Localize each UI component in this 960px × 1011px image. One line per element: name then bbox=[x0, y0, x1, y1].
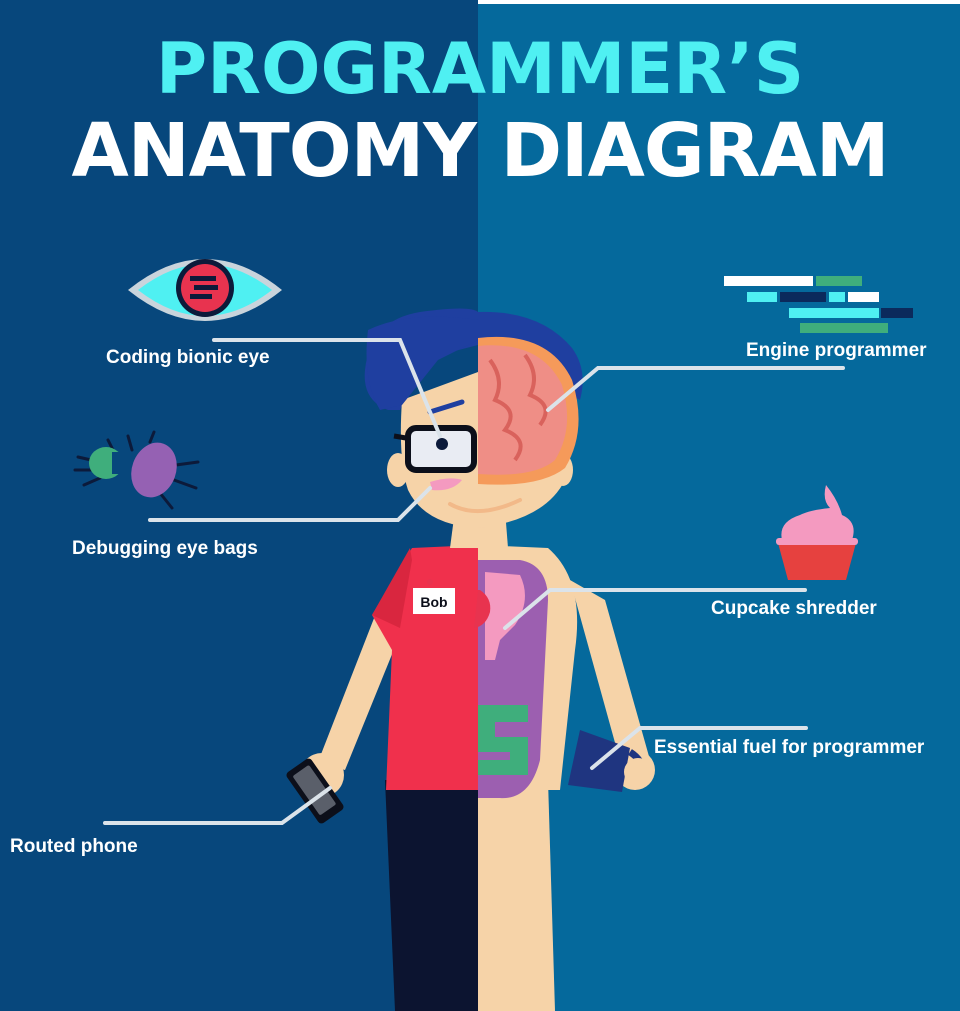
title-line-1: PROGRAMMER’S bbox=[155, 28, 805, 110]
right-background bbox=[478, 4, 960, 1011]
label-routed-phone: Routed phone bbox=[10, 836, 138, 857]
title-line-2: ANATOMY DIAGRAM bbox=[71, 108, 890, 194]
label-debugging-eye-bags: Debugging eye bags bbox=[72, 538, 258, 559]
eye-bags-bugs-icon bbox=[73, 430, 200, 510]
glasses-icon bbox=[393, 425, 477, 473]
name-tag-text: Bob bbox=[420, 594, 447, 610]
organs bbox=[474, 560, 548, 799]
label-coding-bionic-eye: Coding bionic eye bbox=[106, 347, 270, 368]
name-tag: Bob bbox=[413, 579, 455, 614]
phone-icon bbox=[286, 758, 344, 824]
bionic-eye-icon bbox=[128, 259, 282, 321]
label-engine-programmer: Engine programmer bbox=[746, 340, 927, 361]
brain-icon bbox=[478, 336, 579, 485]
label-essential-fuel: Essential fuel for programmer bbox=[654, 737, 925, 758]
cupcake-icon bbox=[776, 485, 858, 580]
label-cupcake-shredder: Cupcake shredder bbox=[711, 598, 877, 619]
callout-lines bbox=[103, 338, 845, 825]
code-lines-icon bbox=[724, 276, 913, 333]
